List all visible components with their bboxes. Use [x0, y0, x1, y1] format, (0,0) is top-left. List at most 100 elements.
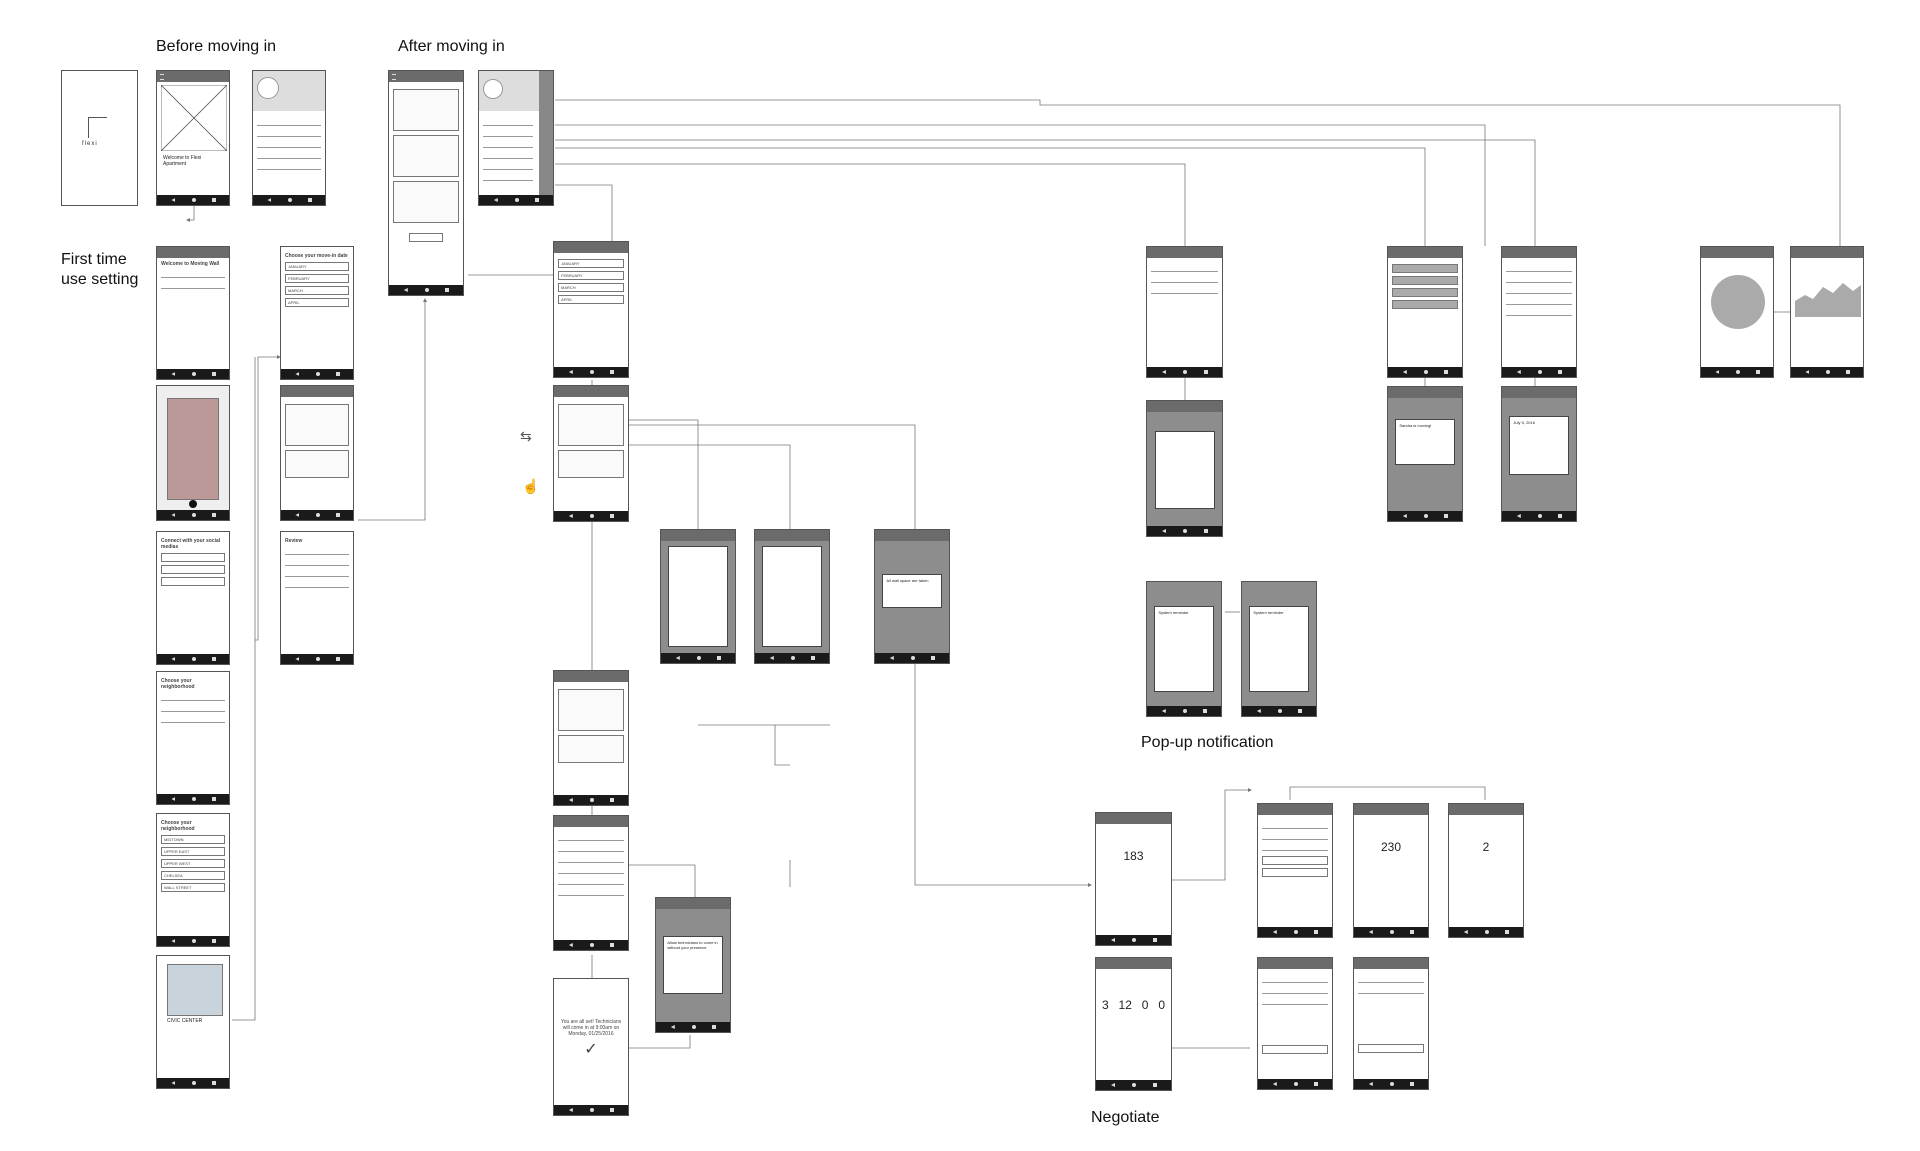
screen-split-area	[1790, 246, 1864, 378]
splash-card: flexi	[61, 70, 138, 206]
nav-bar	[1502, 511, 1576, 521]
history-date: July 5, 2016	[1513, 420, 1535, 426]
linkedin-button[interactable]	[161, 577, 225, 586]
back-icon[interactable]	[171, 198, 176, 202]
nav-bar	[1147, 526, 1222, 536]
app-bar	[1258, 804, 1332, 815]
screen-moving-wall-login: Welcome to Moving Wall	[156, 246, 230, 380]
system-reminder-dialog: System reminder	[1249, 606, 1309, 692]
recents-icon[interactable]	[211, 198, 216, 202]
app-bar	[1388, 247, 1462, 258]
check-icon: ✓	[584, 1041, 598, 1058]
screen-move-in-date: Choose your move-in date JANUARY FEBRUAR…	[280, 246, 354, 380]
camera-button[interactable]	[189, 500, 197, 508]
app-bar	[1701, 247, 1773, 258]
screen-wall-taken: All wall space are taken	[874, 529, 950, 664]
app-bar	[281, 386, 353, 397]
screen-adjust-wall-1	[280, 385, 354, 521]
system-reminder-title: System reminder	[1253, 610, 1284, 616]
month-option[interactable]: APRIL	[558, 295, 624, 304]
month-option[interactable]: FEBRUARY	[285, 274, 349, 283]
allow-techs-dialog: Allow technicians to come in without you…	[663, 935, 723, 995]
month-option[interactable]: JANUARY	[285, 262, 349, 271]
countdown-digit: 0	[1158, 998, 1165, 1012]
month-option[interactable]: FEBRUARY	[558, 271, 624, 280]
nav-bar	[875, 653, 949, 663]
month-option[interactable]: MARCH	[285, 286, 349, 295]
wall-taken-text: All wall space are taken	[886, 577, 929, 583]
title-first-time-line1: First time	[61, 251, 127, 268]
nav-bar	[661, 653, 735, 663]
screen-schedule	[1387, 246, 1463, 378]
nav-bar	[1791, 367, 1863, 377]
screen-welcome: Welcome to Flexi Apartment	[156, 70, 230, 206]
screen-cart	[553, 815, 629, 951]
app-bar	[755, 530, 829, 541]
title-first-time-line2: use setting	[61, 271, 139, 288]
twitter-button[interactable]	[161, 565, 225, 574]
app-bar	[1388, 387, 1462, 398]
avatar	[257, 77, 279, 99]
area-chart	[1795, 283, 1861, 317]
nav-bar	[1147, 706, 1221, 716]
countdown-digit: 3	[1102, 998, 1109, 1012]
nav-bar	[1449, 927, 1523, 937]
wall-taken-dialog: All wall space are taken	[882, 573, 942, 609]
offer-price: 183	[1123, 849, 1144, 863]
nav-bar	[1502, 367, 1576, 377]
nav-bar	[554, 367, 628, 377]
avatar	[483, 79, 503, 99]
app-bar	[1147, 401, 1222, 412]
home-icon[interactable]	[191, 198, 196, 202]
app-bar	[554, 671, 628, 682]
screen-drawer	[252, 70, 326, 206]
screen-schedule-popup: Sandra is moving!	[1387, 386, 1463, 522]
neighborhood-title: Choose your neighborhood	[161, 678, 195, 690]
app-bar	[1096, 813, 1171, 824]
app-bar	[1502, 247, 1576, 258]
building-photo	[167, 964, 223, 1016]
neighborhood-option[interactable]: CHELSEA	[161, 871, 225, 880]
screen-history-popup: July 5, 2016	[1501, 386, 1577, 522]
month-option[interactable]: APRIL	[285, 298, 349, 307]
system-reminder-dialog: System reminder	[1154, 606, 1214, 692]
neighborhood-option[interactable]: WALL STREET	[161, 883, 225, 892]
nav-bar	[253, 195, 325, 205]
screen-negotiate-confirm	[1353, 957, 1429, 1090]
app-bar	[1502, 387, 1576, 398]
counter-price: 230	[1380, 840, 1402, 854]
neighborhood-option[interactable]: MIDTOWN	[161, 835, 225, 844]
menu-icon[interactable]	[160, 74, 164, 80]
neighborhood-option[interactable]: UPPER EAST	[161, 847, 225, 856]
nav-bar	[1388, 511, 1462, 521]
app-bar	[1147, 247, 1222, 258]
product-card	[668, 545, 728, 648]
nav-bar	[281, 654, 353, 664]
screen-messages-popup	[1146, 400, 1223, 537]
month-option[interactable]: JANUARY	[558, 259, 624, 268]
screen-messages	[1146, 246, 1223, 378]
screen-negotiate-received	[1257, 803, 1333, 938]
neighborhood-title: Choose your neighborhood	[161, 820, 195, 832]
nav-bar	[157, 369, 229, 379]
history-dialog: July 5, 2016	[1509, 416, 1569, 476]
all-set-text: You are all set! Technicians will come i…	[560, 1019, 622, 1037]
civic-title: CIVIC CENTER	[167, 1018, 203, 1024]
moving-wall-title: Welcome to Moving Wall	[161, 261, 220, 267]
screen-wall-adjust-2	[553, 670, 629, 806]
neighborhood-option[interactable]: UPPER WEST	[161, 859, 225, 868]
facebook-button[interactable]	[161, 553, 225, 562]
count-value: 2	[1482, 840, 1490, 854]
screen-after-drawer	[478, 70, 554, 206]
nav-bar	[1354, 1079, 1428, 1089]
image-placeholder	[161, 85, 227, 151]
nav-bar	[479, 195, 553, 205]
menu-icon[interactable]	[392, 74, 396, 80]
month-option[interactable]: MARCH	[558, 283, 624, 292]
nav-bar	[1096, 935, 1171, 945]
app-bar	[157, 247, 229, 258]
screen-product-wall	[754, 529, 830, 664]
screen-popup-2: System reminder	[1241, 581, 1317, 717]
swipe-gesture-icon: ⇆	[520, 428, 532, 444]
